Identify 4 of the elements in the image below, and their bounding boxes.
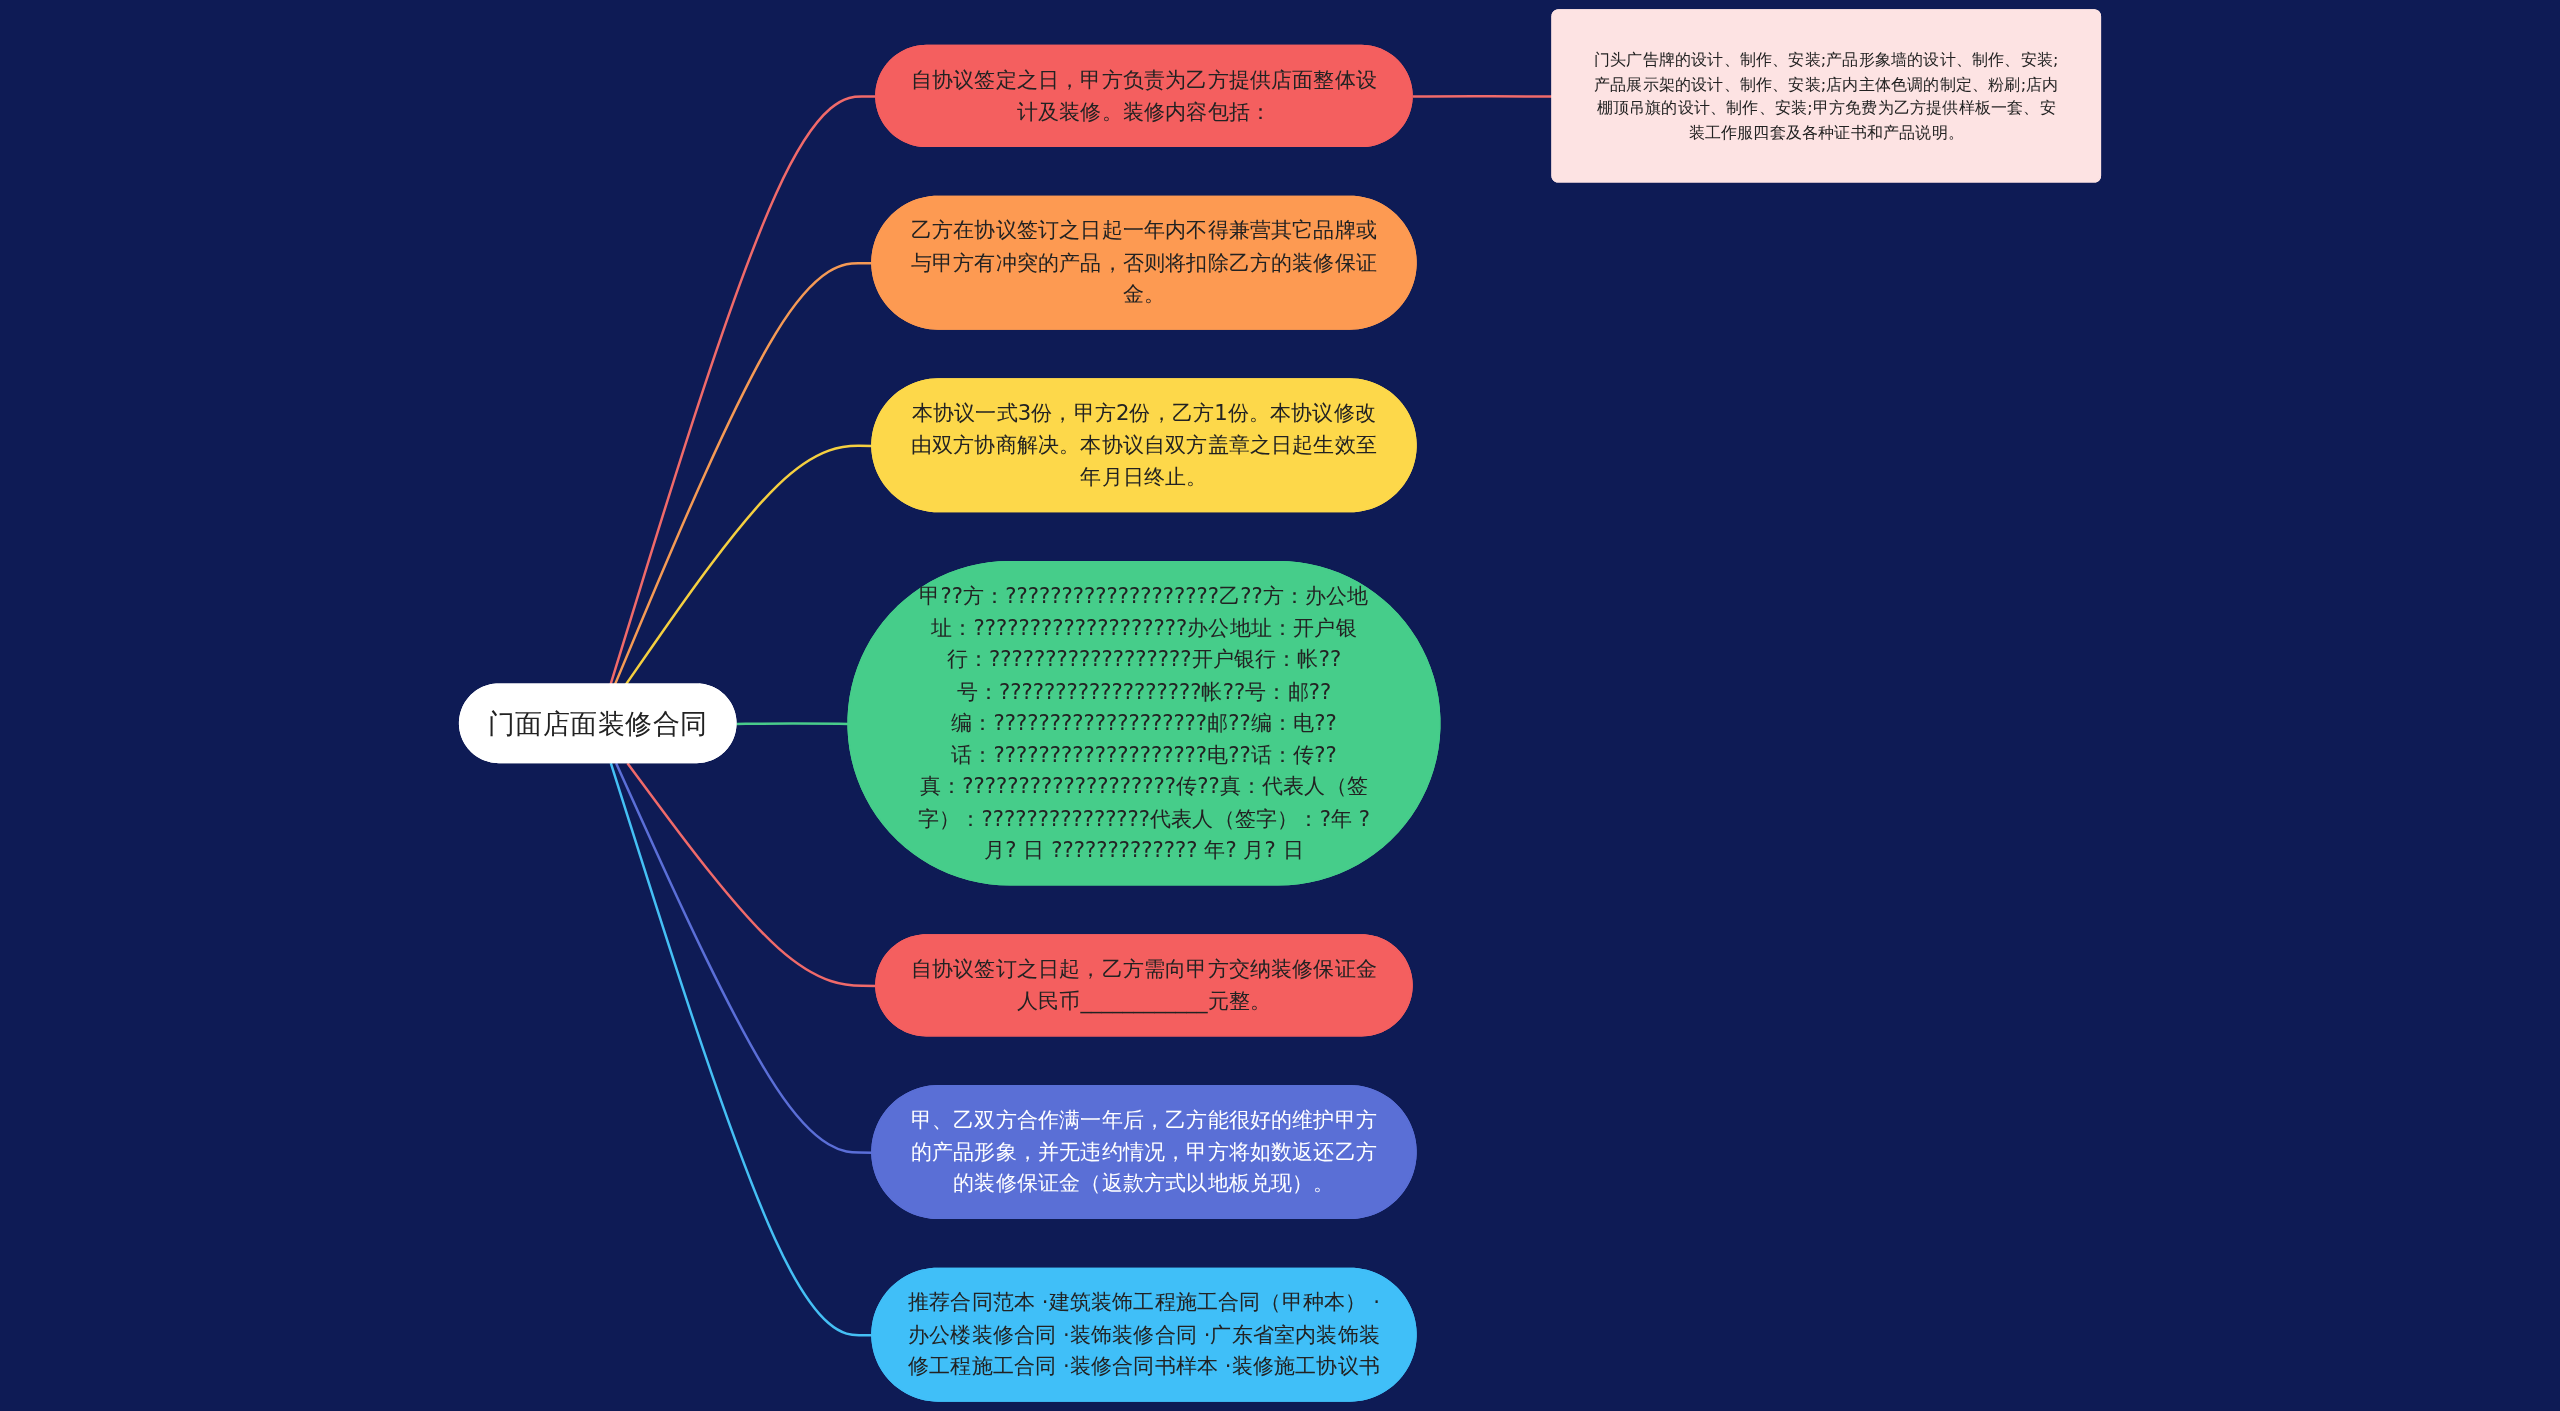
- connector: [736, 722, 849, 726]
- connector: [626, 762, 877, 988]
- connector: [1412, 94, 1553, 98]
- connector: [609, 95, 877, 685]
